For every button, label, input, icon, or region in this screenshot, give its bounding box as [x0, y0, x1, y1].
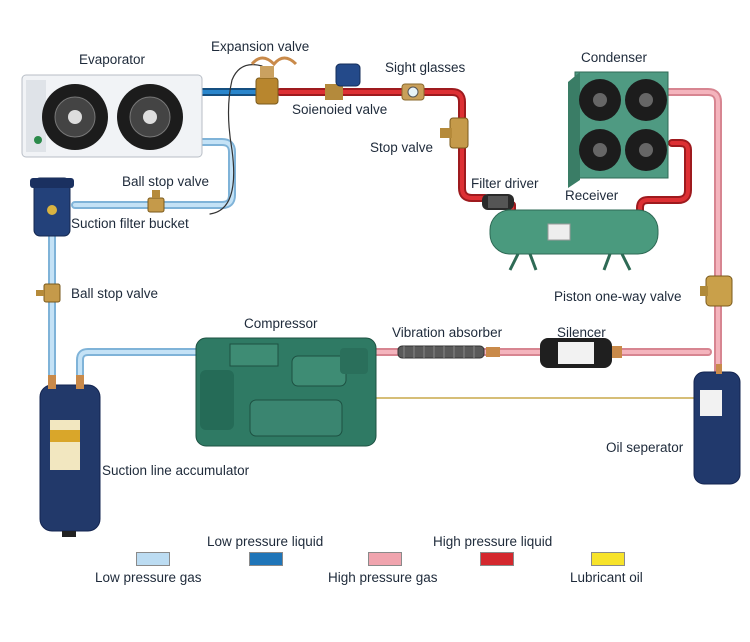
- condenser-unit: [568, 71, 669, 188]
- compressor-label: Compressor: [244, 316, 318, 331]
- legend-swatch-lubricant-oil: [591, 552, 625, 566]
- vibration-absorber: [397, 345, 500, 359]
- evaporator-unit: [21, 74, 203, 158]
- pipe-high-pressure-gas: [662, 88, 722, 376]
- legend-swatch-high-pressure-liquid: [480, 552, 514, 566]
- expansion-valve-capillary: [209, 64, 263, 215]
- legend-label-high-pressure-gas: High pressure gas: [328, 570, 438, 585]
- compressor-unit: [195, 337, 377, 447]
- sight-glasses-label: Sight glasses: [385, 60, 466, 75]
- receiver-label: Receiver: [565, 188, 619, 203]
- ball-stop-valve-left-label: Ball stop valve: [71, 286, 159, 301]
- suction-filter-bucket: [30, 177, 74, 237]
- suction-filter-bucket-label: Suction filter bucket: [71, 216, 189, 231]
- legend-swatch-low-pressure-liquid: [249, 552, 283, 566]
- piston-one-way-valve: [700, 275, 733, 307]
- filter-driver-label: Filter driver: [471, 176, 539, 191]
- ball-stop-valve-top: [147, 190, 165, 213]
- solenoid-valve: [325, 63, 361, 100]
- oil-separator: [693, 364, 741, 485]
- legend-label-high-pressure-liquid: High pressure liquid: [433, 534, 553, 549]
- ball-stop-valve-top-label: Ball stop valve: [122, 174, 210, 189]
- filter-drier: [482, 194, 514, 210]
- legend-label-lubricant-oil: Lubricant oil: [570, 570, 643, 585]
- silencer: [540, 338, 622, 368]
- vibration-absorber-label: Vibration absorber: [392, 325, 503, 340]
- condenser-label: Condenser: [581, 50, 648, 65]
- solenoid-valve-label: Soienoied valve: [292, 102, 388, 117]
- legend-swatch-high-pressure-gas: [368, 552, 402, 566]
- expansion-valve: [250, 56, 298, 105]
- ball-stop-valve-left: [36, 283, 61, 303]
- receiver-tank: [489, 209, 659, 271]
- silencer-label: Silencer: [557, 325, 606, 340]
- evaporator-label: Evaporator: [79, 52, 146, 67]
- legend-swatch-low-pressure-gas: [136, 552, 170, 566]
- stop-valve: [440, 117, 469, 149]
- stop-valve-label: Stop valve: [370, 140, 434, 155]
- suction-line-accumulator: [39, 375, 101, 537]
- legend-label-low-pressure-liquid: Low pressure liquid: [207, 534, 324, 549]
- oil-separator-label: Oil seperator: [606, 440, 684, 455]
- sight-glass: [401, 83, 425, 101]
- legend-label-low-pressure-gas: Low pressure gas: [95, 570, 202, 585]
- suction-line-accumulator-label: Suction line accumulator: [102, 463, 250, 478]
- expansion-valve-label: Expansion valve: [211, 39, 310, 54]
- piston-one-way-valve-label: Piston one-way valve: [554, 289, 682, 304]
